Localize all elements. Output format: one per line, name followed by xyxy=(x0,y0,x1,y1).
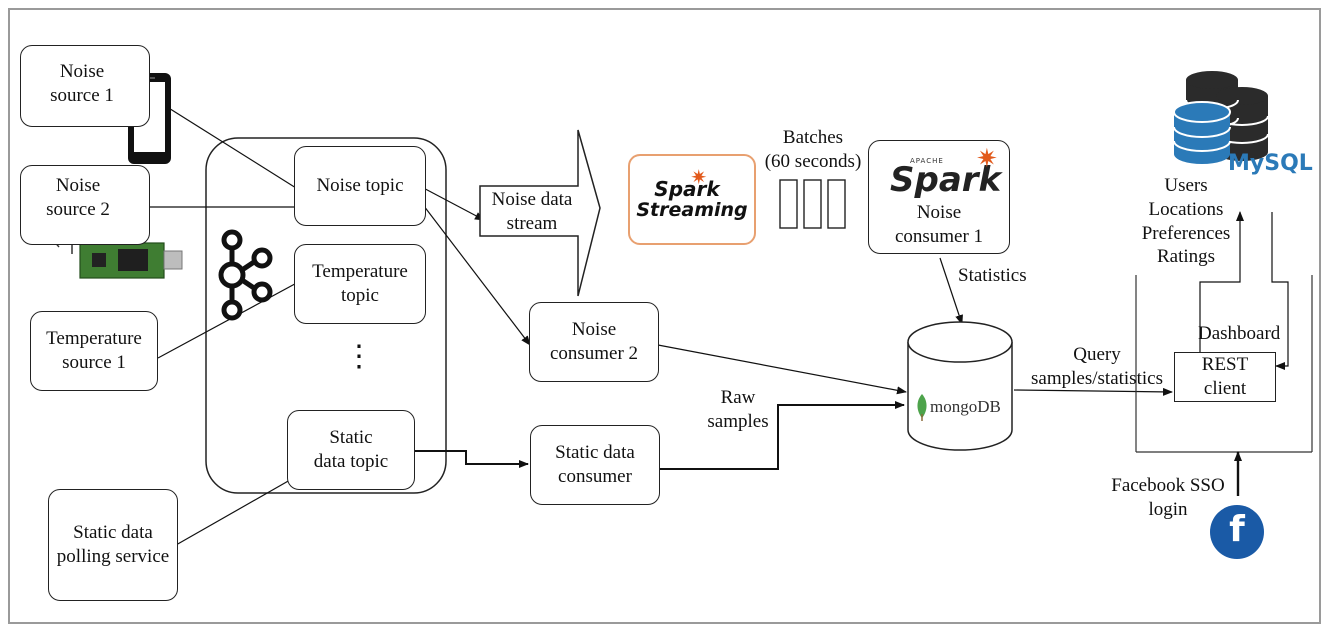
noise-topic-label: Noise topic xyxy=(316,175,404,197)
consumer2-to-mongo-arrow xyxy=(657,344,907,395)
temperature-source-line2: source 1 xyxy=(62,352,126,373)
mysql-database-icon xyxy=(1173,71,1269,164)
polling-to-static-topic-link xyxy=(175,479,291,546)
spark-streaming-star-icon: ✷ xyxy=(690,165,708,189)
noise-source-2-line1: Noise xyxy=(55,175,101,196)
noise-topic-to-consumer2-arrow xyxy=(413,192,531,346)
facebook-f-glyph: f xyxy=(1229,509,1245,550)
mongodb-logo-text: mongoDB xyxy=(930,397,1001,416)
noise-source-2-line2: source 2 xyxy=(46,198,110,220)
noise-consumer-2-line2: consumer 2 xyxy=(549,343,639,364)
spark-star-icon: ✷ xyxy=(976,144,998,173)
facebook-sso-line1: Facebook SSO xyxy=(1111,475,1225,496)
mongodb-leaf-icon xyxy=(917,394,927,421)
noise-source-1-line1: Noise xyxy=(59,61,105,82)
batches-label: Batches (60 seconds) xyxy=(754,126,872,174)
mysql-table-ratings: Ratings xyxy=(1156,246,1216,268)
noise-source-1-line2: source 1 xyxy=(50,84,114,106)
facebook-sso-label: Facebook SSO login xyxy=(1100,474,1236,522)
temperature-topic-line1: Temperature xyxy=(312,261,408,283)
batch-box-1 xyxy=(779,179,798,229)
static-data-topic-box: Static data topic xyxy=(287,410,415,490)
temperature-source-1-box: Temperature source 1 xyxy=(30,311,158,391)
query-line1: Query xyxy=(1073,344,1121,365)
facebook-logo-icon xyxy=(1210,505,1264,559)
noise-consumer-2-box: Noise consumer 2 xyxy=(529,302,659,382)
batch-box-2 xyxy=(803,179,822,229)
static-polling-line1: Static data xyxy=(73,522,153,544)
noise-consumer-1-line2: consumer 1 xyxy=(894,225,984,247)
topics-ellipsis: ⋮ xyxy=(344,340,374,373)
rest-client-line1: REST xyxy=(1201,354,1249,376)
statistics-label: Statistics xyxy=(958,265,1027,286)
dashboard-label: Dashboard xyxy=(1198,323,1281,344)
mysql-table-users: Users xyxy=(1164,175,1208,196)
apache-small-label: APACHE xyxy=(910,157,944,165)
batches-line2: (60 seconds) xyxy=(764,150,862,172)
noise-stream-big-arrow xyxy=(479,129,601,297)
mysql-table-locations: Locations xyxy=(1148,198,1224,220)
noise-consumer-2-line1: Noise xyxy=(571,319,617,341)
rest-client-line2: client xyxy=(1203,378,1247,399)
query-line2: samples/statistics xyxy=(1031,367,1163,389)
kafka-logo-icon xyxy=(218,229,273,321)
noise1-to-noise-topic-arrow xyxy=(147,94,305,194)
temperature-topic-line2: topic xyxy=(340,285,379,306)
raw-samples-label: Raw samples xyxy=(698,386,778,434)
noise-consumer-1-line1: Noise xyxy=(916,202,962,223)
static-consumer-line1: Static data xyxy=(555,442,635,464)
noise-stream-line1: Noise data xyxy=(491,189,573,210)
facebook-sso-line2: login xyxy=(1148,498,1188,520)
static-topic-to-consumer-arrow xyxy=(412,450,529,468)
noise-stream-line2: stream xyxy=(506,212,558,234)
static-polling-service-box: Static data polling service xyxy=(48,489,178,601)
spark-big-label: Spark xyxy=(890,160,1002,200)
temperature-topic-box: Temperature topic xyxy=(294,244,426,324)
spark-streaming-logo-box: Spark Streaming ✷ xyxy=(628,154,756,245)
noise-topic-box: Noise topic xyxy=(294,146,426,226)
apache-spark-logo: APACHE Spark ✷ xyxy=(884,144,1001,201)
noise-data-stream-label: Noise data stream xyxy=(482,188,582,236)
static-consumer-line2: consumer xyxy=(558,466,632,487)
noise-source-1-box: Noise source 1 xyxy=(20,45,150,127)
temperature-source-line1: Temperature xyxy=(46,328,142,350)
rest-to-mysql-arrow xyxy=(1199,211,1244,352)
spark-streaming-word2: Streaming xyxy=(636,199,748,221)
raw-samples-line2: samples xyxy=(707,410,769,432)
static-polling-line2: polling service xyxy=(56,546,170,567)
static-consumer-to-mongo-arrow xyxy=(658,401,905,470)
mongo-to-rest-arrow xyxy=(1013,387,1173,396)
mysql-table-preferences: Preferences xyxy=(1141,222,1231,244)
mysql-tables-list: Users Locations Preferences Ratings xyxy=(1126,174,1246,269)
noise-consumer-1-box: APACHE Spark ✷ Noise consumer 1 xyxy=(868,140,1010,254)
mysql-to-rest-arrow xyxy=(1271,212,1289,370)
mysql-logo-text: MySQL xyxy=(1228,151,1313,176)
batches-line1: Batches xyxy=(782,127,844,148)
query-label: Query samples/statistics xyxy=(1018,343,1176,391)
rest-client-box: REST client xyxy=(1174,352,1276,402)
mongodb-cylinder xyxy=(907,321,1013,451)
consumer1-to-mongo-arrow xyxy=(939,257,963,325)
raw-samples-line1: Raw xyxy=(720,387,756,408)
kafka-cluster-container xyxy=(205,137,447,494)
static-topic-line2: data topic xyxy=(313,451,389,472)
spark-streaming-word1: Spark xyxy=(654,177,720,201)
static-topic-line1: Static xyxy=(329,427,373,449)
batch-box-3 xyxy=(827,179,846,229)
noise-source-2-box: Noise source 2 xyxy=(20,165,150,245)
static-data-consumer-box: Static data consumer xyxy=(530,425,660,505)
